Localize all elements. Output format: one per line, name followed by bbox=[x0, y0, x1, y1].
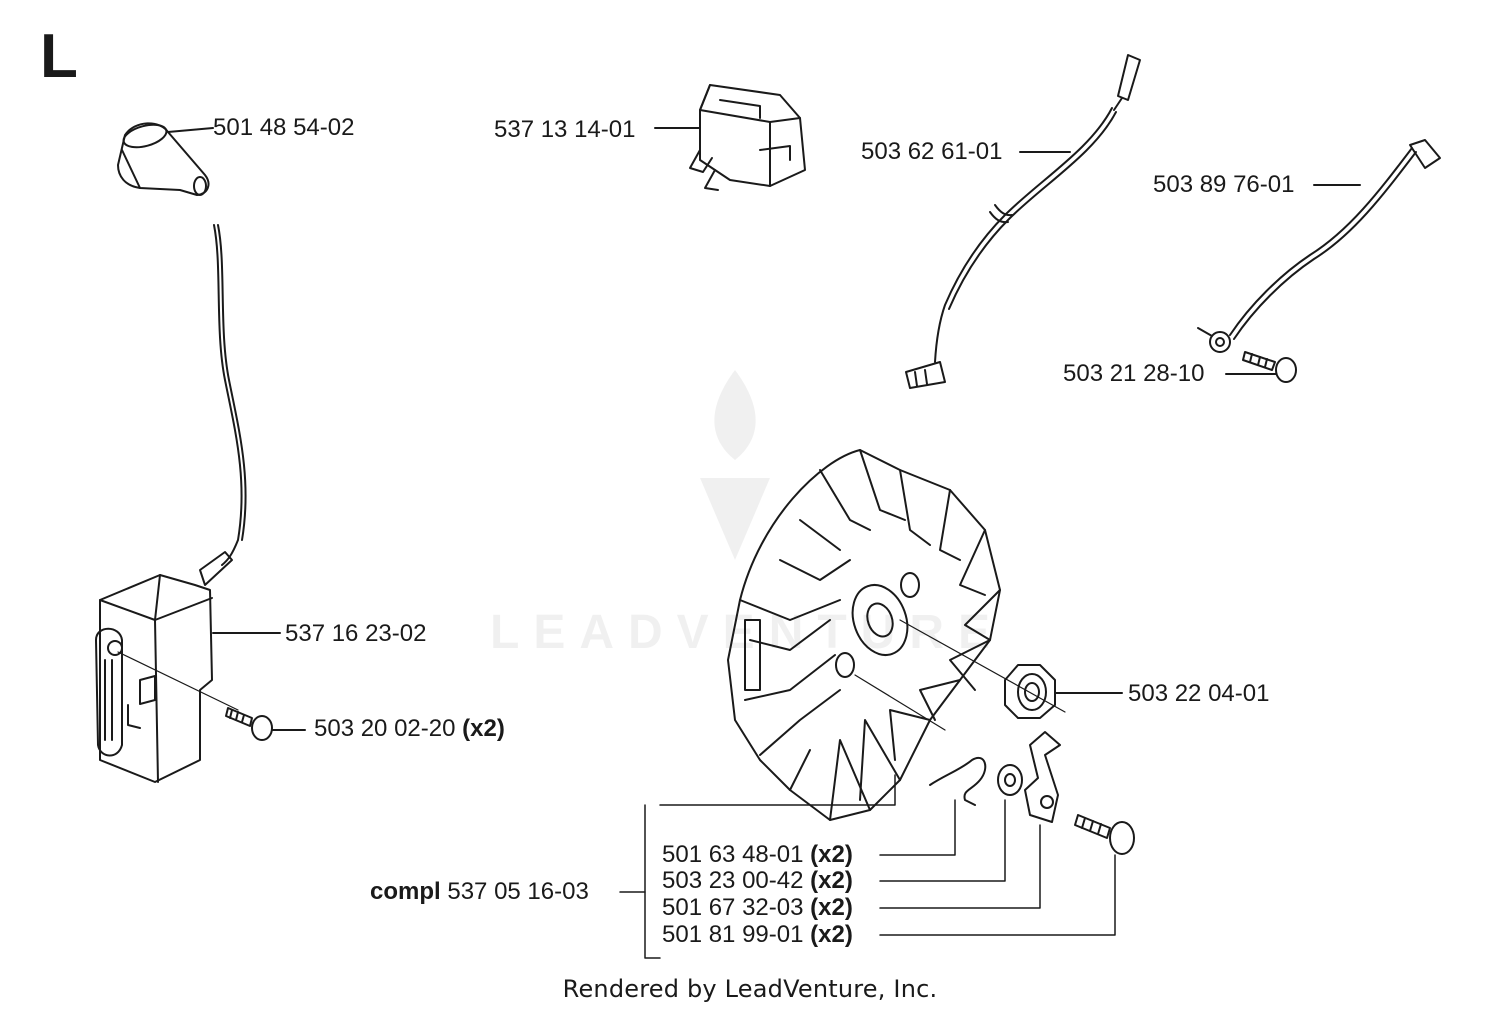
spring-icon bbox=[929, 757, 987, 806]
ht-lead bbox=[213, 224, 243, 566]
part-label-short-wire[interactable]: 503 62 61-01 bbox=[861, 138, 1003, 165]
part-label-module-screw[interactable]: 503 20 02-20 (x2) bbox=[314, 715, 505, 743]
section-letter: L bbox=[40, 22, 78, 91]
kit-item[interactable]: 503 23 00-42 (x2) bbox=[662, 867, 853, 895]
ground-wire-icon bbox=[1197, 139, 1441, 353]
kit-item[interactable]: 501 67 32-03 (x2) bbox=[662, 894, 853, 922]
part-label-ignition-module[interactable]: 537 16 23-02 bbox=[285, 620, 427, 647]
kit-item[interactable]: 501 81 99-01 (x2) bbox=[662, 921, 853, 949]
short-wire-icon bbox=[905, 54, 1141, 389]
ignition-module-icon bbox=[95, 551, 281, 783]
washer-icon bbox=[997, 764, 1023, 796]
kit-item-number: 501 63 48-01 bbox=[662, 841, 804, 868]
ground-screw-icon bbox=[1225, 351, 1297, 383]
module-screw-qty: (x2) bbox=[462, 715, 505, 742]
kit-item-number: 501 67 32-03 bbox=[662, 894, 804, 921]
spark-plug-cap-icon bbox=[117, 122, 214, 196]
flywheel-icon bbox=[727, 449, 1066, 821]
part-label-flywheel-nut[interactable]: 503 22 04-01 bbox=[1128, 680, 1270, 707]
kit-item-number: 501 81 99-01 bbox=[662, 921, 804, 948]
kit-item-qty: (x2) bbox=[810, 921, 853, 948]
footer-credit: Rendered by LeadVenture, Inc. bbox=[562, 975, 938, 1003]
part-label-ground-wire[interactable]: 503 89 76-01 bbox=[1153, 171, 1295, 198]
module-screw-number: 503 20 02-20 bbox=[314, 715, 456, 742]
watermark-logo-icon bbox=[700, 370, 770, 560]
part-label-switch[interactable]: 537 13 14-01 bbox=[494, 116, 636, 143]
kit-item-qty: (x2) bbox=[810, 894, 853, 921]
kit-prefix: compl bbox=[370, 878, 441, 905]
part-label-ground-screw[interactable]: 503 21 28-10 bbox=[1063, 360, 1205, 387]
kit-item-qty: (x2) bbox=[810, 841, 853, 868]
part-label-spark-plug-cap[interactable]: 501 48 54-02 bbox=[213, 114, 355, 141]
pawl-screw-icon bbox=[1074, 814, 1135, 855]
kit-item[interactable]: 501 63 48-01 (x2) bbox=[662, 841, 853, 869]
kit-leaders bbox=[619, 774, 1116, 959]
pawl-icon bbox=[1024, 731, 1061, 823]
switch-icon bbox=[654, 84, 806, 191]
kit-item-qty: (x2) bbox=[810, 867, 853, 894]
flywheel-nut-icon bbox=[1004, 664, 1123, 719]
part-label-kit[interactable]: compl 537 05 16-03 bbox=[370, 878, 589, 906]
module-screw-icon bbox=[225, 707, 306, 741]
kit-number: 537 05 16-03 bbox=[447, 878, 589, 905]
kit-item-number: 503 23 00-42 bbox=[662, 867, 804, 894]
